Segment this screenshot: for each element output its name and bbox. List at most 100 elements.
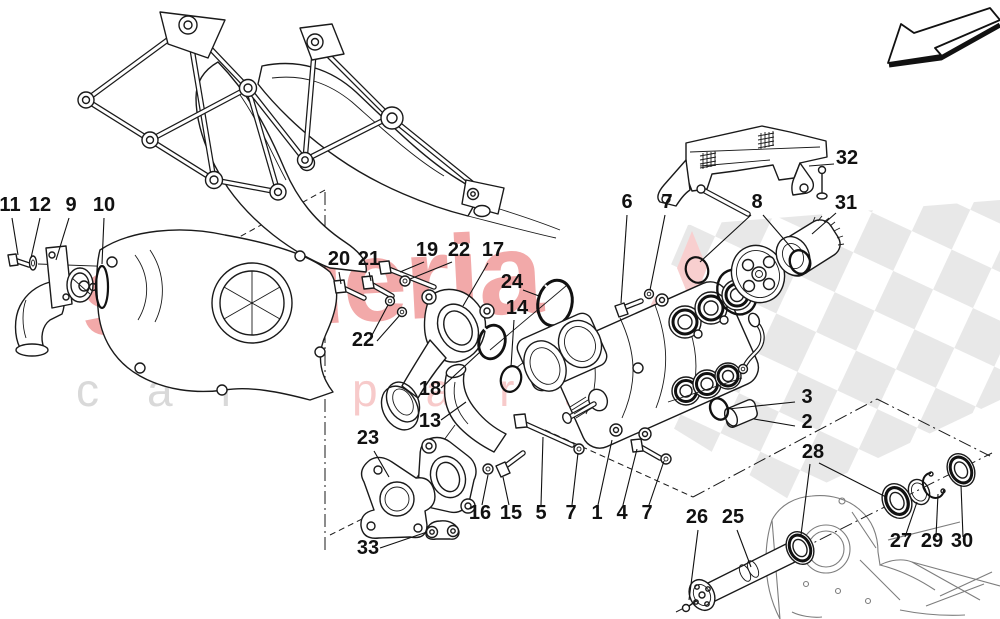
- callout-16: 16: [469, 502, 491, 524]
- engine-front-cover-assembly: [77, 11, 561, 401]
- callout-24: 24: [501, 271, 524, 293]
- leader-line-29: [935, 493, 939, 538]
- leader-line-22: [409, 261, 453, 280]
- leader-line-33: [379, 531, 428, 549]
- leader-line-22: [370, 304, 389, 338]
- callout-23: 23: [357, 427, 379, 449]
- oil-filter-31: [775, 215, 845, 277]
- callout-14: 14: [506, 297, 529, 319]
- bolt-11: [7, 253, 32, 268]
- leader-line-7: [649, 214, 666, 291]
- leader-line-10: [101, 217, 105, 265]
- leader-line-5: [540, 436, 544, 506]
- washer-22: [384, 275, 411, 318]
- callout-11: 11: [0, 194, 21, 216]
- bolt-15: [495, 450, 526, 478]
- callout-4: 4: [616, 502, 628, 524]
- callout-22: 22: [352, 329, 374, 351]
- oil-line: [737, 312, 765, 375]
- o-ring-18: [477, 323, 507, 361]
- o-rings: [477, 278, 574, 393]
- leader-line-12: [30, 217, 41, 259]
- oil-filter-group: [684, 215, 845, 316]
- o-ring-24: [536, 278, 574, 328]
- callout-20: 20: [328, 248, 350, 270]
- leader-line-6: [620, 214, 628, 304]
- callout-27: 27: [890, 530, 912, 552]
- callout-26: 26: [686, 506, 708, 528]
- callout-2: 2: [801, 411, 812, 433]
- leader-line-30: [960, 484, 964, 538]
- o-ring-8b: [788, 249, 812, 275]
- leader-line-28: [800, 463, 811, 536]
- washer-7a: [573, 443, 585, 455]
- leader-line-27: [904, 501, 918, 538]
- bracket-32: [657, 125, 828, 217]
- callout-28: 28: [802, 441, 824, 463]
- callout-7: 7: [565, 502, 576, 524]
- leader-line-2: [753, 418, 796, 427]
- clamp-33: [425, 520, 460, 540]
- callout-6: 6: [621, 191, 632, 213]
- callout-33: 33: [357, 537, 379, 559]
- callout-29: 29: [921, 530, 943, 552]
- leader-line-28: [818, 462, 887, 498]
- bolt-21: [361, 275, 395, 299]
- callout-19: 19: [416, 239, 438, 261]
- bolt-4: [630, 438, 663, 461]
- leader-line-11: [11, 217, 19, 256]
- leader-line-26: [688, 529, 699, 601]
- leader-line-21: [368, 271, 372, 282]
- driveshaft-group: [681, 452, 976, 613]
- callout-32: 32: [836, 147, 858, 169]
- callout-12: 12: [29, 194, 51, 216]
- bearing-28a: [785, 530, 815, 566]
- leader-line-3: [727, 401, 796, 410]
- o-ring-3: [708, 397, 730, 421]
- coupling-26: [681, 578, 716, 613]
- callout-15: 15: [500, 502, 522, 524]
- callout-7: 7: [641, 502, 652, 524]
- leader-line-14: [510, 319, 515, 368]
- washer-7b: [660, 453, 672, 465]
- leader-line-15: [502, 476, 510, 506]
- pump-shaft: [562, 388, 609, 424]
- leader-line-32: [808, 163, 835, 167]
- circlip-29: [921, 471, 946, 499]
- bolt-6: [614, 298, 644, 318]
- leader-line-8: [699, 214, 752, 263]
- leader-line-19: [399, 261, 425, 273]
- bearing-30: [946, 452, 976, 488]
- leader-line-22: [376, 314, 401, 342]
- o-ring-8a: [684, 256, 710, 284]
- leader-line-8: [762, 214, 796, 253]
- leader-line-9: [55, 217, 70, 261]
- callout-5: 5: [535, 502, 546, 524]
- callout-10: 10: [93, 194, 115, 216]
- callout-30: 30: [951, 530, 973, 552]
- pump-assembly: [516, 279, 765, 449]
- callout-8: 8: [751, 191, 762, 213]
- leader-line-23: [373, 450, 390, 478]
- oil-pump-ports-lower: [667, 362, 743, 406]
- leader-line-17: [462, 262, 489, 307]
- o-ring-14: [499, 365, 523, 393]
- water-pipe-group: [360, 363, 507, 540]
- callout-9: 9: [65, 194, 76, 216]
- leader-line-31: [811, 212, 837, 235]
- bearing-28b: [881, 482, 913, 520]
- leader-line-20: [338, 271, 342, 285]
- leader-line-7: [571, 452, 579, 506]
- outlet-housing-group: [333, 260, 495, 431]
- callout-18: 18: [419, 378, 441, 400]
- fasteners: [482, 288, 672, 478]
- callout-21: 21: [358, 248, 380, 270]
- callout-31: 31: [835, 192, 857, 214]
- leader-line-16: [481, 474, 489, 506]
- thermostat-group: [7, 245, 110, 357]
- callout-22: 22: [448, 239, 470, 261]
- leader-line-18: [440, 351, 481, 389]
